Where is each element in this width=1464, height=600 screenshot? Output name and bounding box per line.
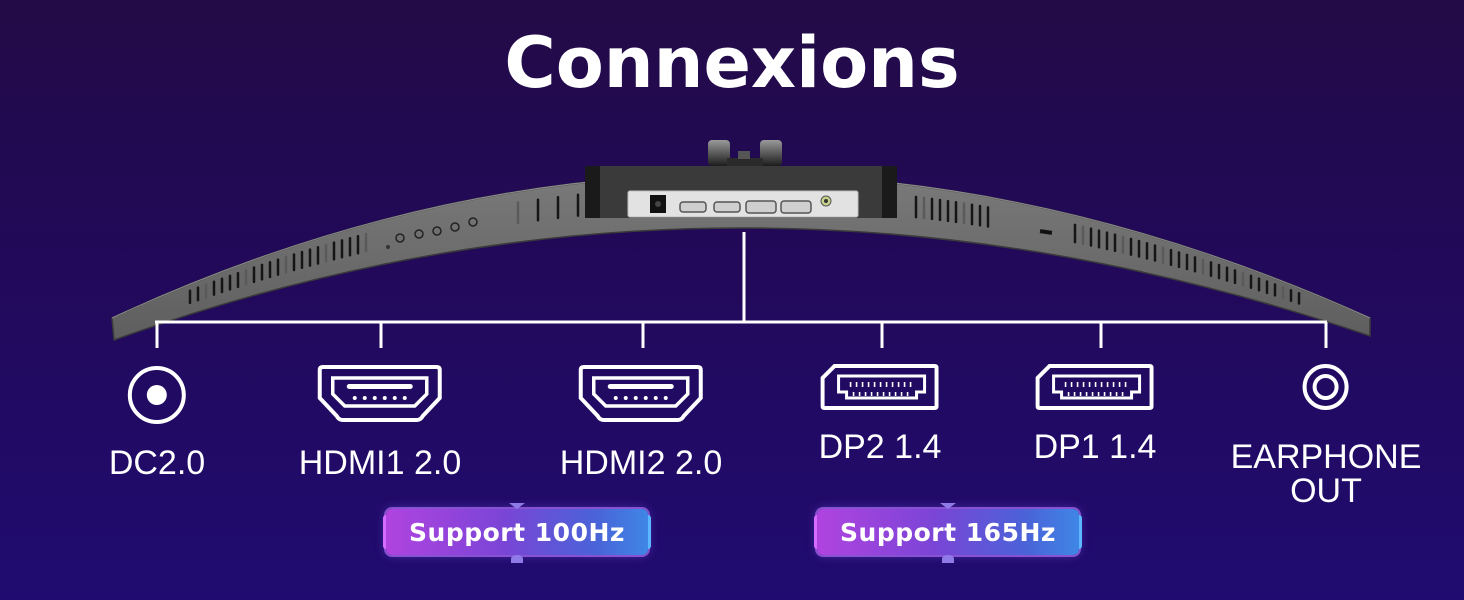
port-dc: DC2.0 xyxy=(109,364,205,480)
badge-label: Support 165Hz xyxy=(840,517,1056,547)
hdmi-port-icon xyxy=(318,365,442,422)
port-hdmi1: HDMI1 2.0 xyxy=(298,364,462,482)
port-label: DP1 1.4 xyxy=(1033,428,1157,466)
badge-support-100hz: Support 100Hz xyxy=(383,503,651,563)
badge-label: Support 100Hz xyxy=(409,517,625,547)
io-recess xyxy=(585,166,897,218)
port-dp2: DP2 1.4 xyxy=(818,364,942,466)
port-dp1: DP1 1.4 xyxy=(1033,364,1157,466)
stand-mount xyxy=(708,140,782,166)
port-label: HDMI2 2.0 xyxy=(559,444,723,482)
kensington-slot xyxy=(1039,229,1053,235)
port-hdmi2: HDMI2 2.0 xyxy=(559,364,723,482)
dc-power-icon xyxy=(128,366,186,424)
osd-buttons xyxy=(386,217,478,249)
displayport-icon xyxy=(820,364,939,410)
port-label-line1: EARPHONE xyxy=(1230,438,1422,476)
displayport-icon xyxy=(1035,364,1154,410)
port-label: DP2 1.4 xyxy=(818,428,942,466)
hdmi-port-icon xyxy=(579,365,703,422)
port-label-line2: OUT xyxy=(1290,472,1362,510)
vent-slots xyxy=(188,193,1301,305)
port-label: HDMI1 2.0 xyxy=(298,444,462,482)
port-label: DC2.0 xyxy=(108,444,206,482)
audio-jack-icon xyxy=(1302,364,1349,410)
badge-support-165hz: Support 165Hz xyxy=(814,503,1082,563)
connector-lines xyxy=(155,232,1328,348)
page-title: Connexions xyxy=(504,22,960,104)
port-earphone: EARPHONE OUT xyxy=(1230,362,1422,510)
